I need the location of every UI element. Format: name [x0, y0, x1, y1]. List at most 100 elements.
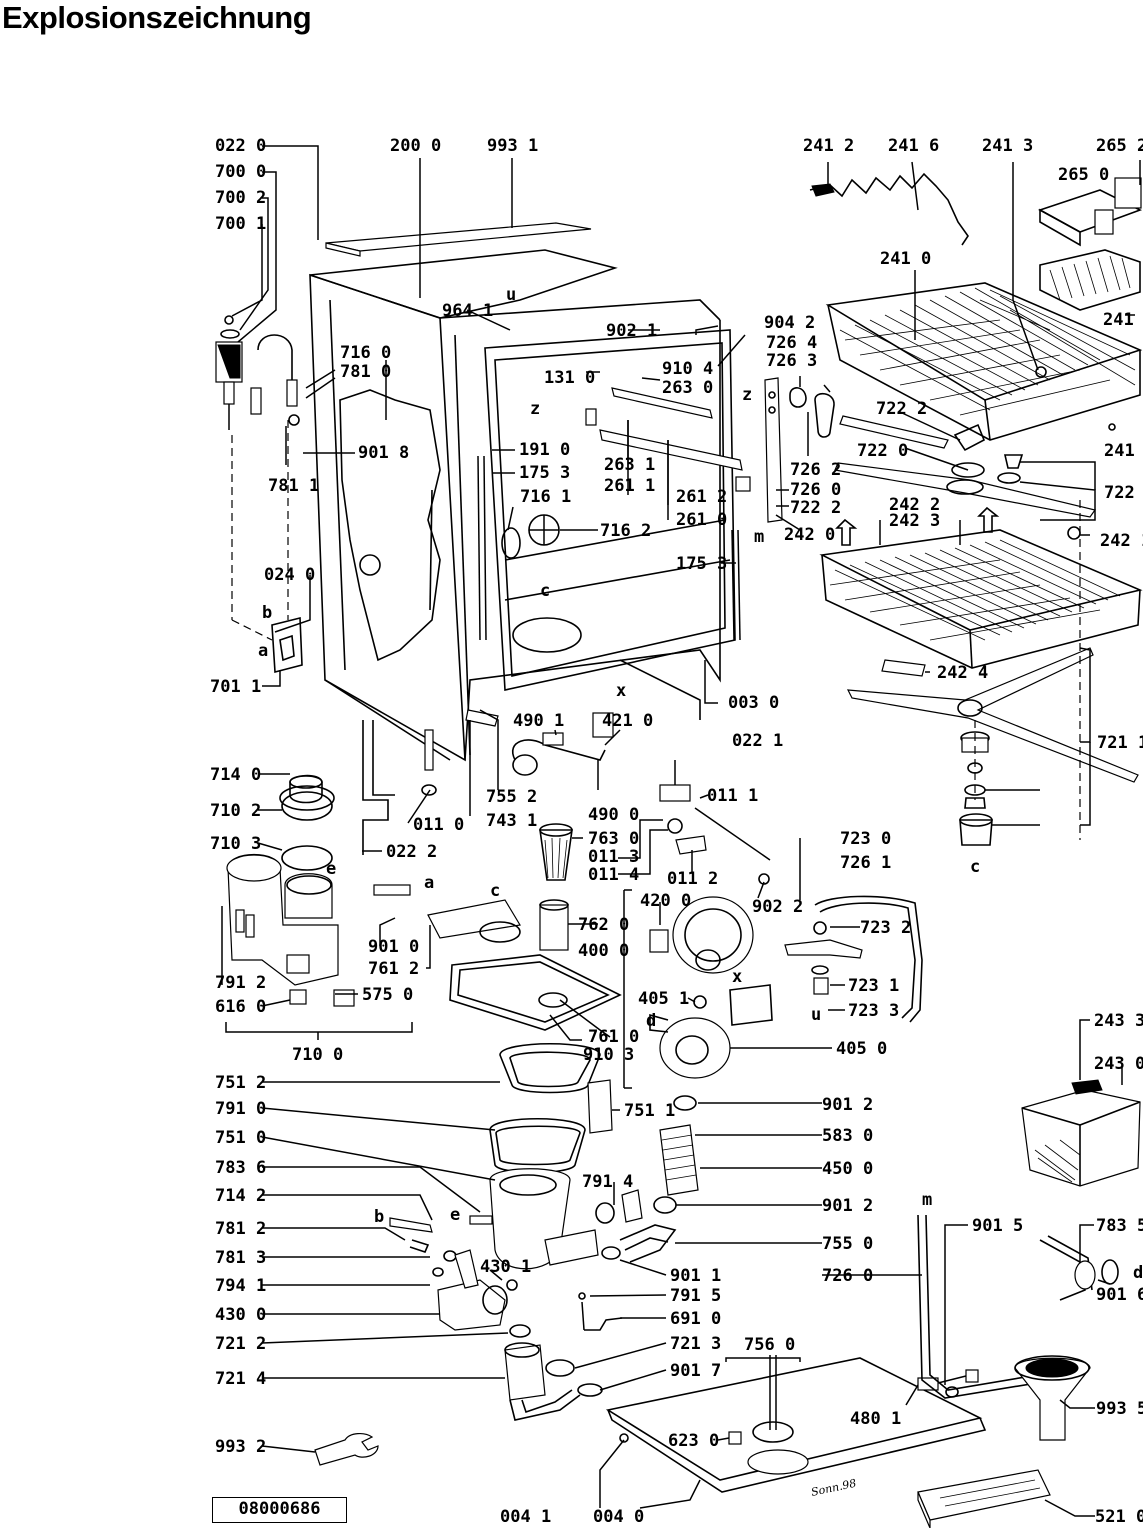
connection-guides	[231, 420, 1081, 840]
part-label: 722 2	[876, 399, 927, 419]
part-label: 723 1	[848, 976, 899, 996]
part-label: 794 1	[215, 1276, 266, 1296]
part-label: 131 0	[544, 368, 595, 388]
part-label: 993 1	[487, 136, 538, 156]
connection-mark: b	[262, 603, 272, 623]
part-label: 022 2	[386, 842, 437, 862]
part-label: 714 0	[210, 765, 261, 785]
part-label: 716 1	[520, 487, 571, 507]
part-label: 241 1	[1103, 310, 1143, 330]
part-label: 200 0	[390, 136, 441, 156]
part-label: 791 4	[582, 1172, 633, 1192]
part-label: 521 0	[1095, 1507, 1143, 1527]
part-label: 242 4	[937, 663, 988, 683]
part-label: 421 0	[602, 711, 653, 731]
part-label: 450 0	[822, 1159, 873, 1179]
part-label: 261 0	[676, 510, 727, 530]
part-label: 723 2	[860, 918, 911, 938]
part-label: 993 2	[215, 1437, 266, 1457]
part-label: 901 2	[822, 1196, 873, 1216]
connection-mark: a	[258, 641, 268, 661]
base-plate-part	[605, 1355, 987, 1493]
part-number-labels: 022 0 700 0 700 2 700 1 200 0 993 1 241 …	[210, 136, 1143, 1527]
connection-mark: d	[646, 1011, 656, 1031]
part-label: 242 2	[889, 495, 940, 515]
part-label: 430 0	[215, 1305, 266, 1325]
part-label: 993 5	[1096, 1399, 1143, 1419]
part-label: 722 0	[1104, 483, 1143, 503]
drafter-signature: Sonn.98	[810, 1477, 858, 1499]
part-label: 791 2	[215, 973, 266, 993]
zigzag-wire-part	[809, 172, 969, 246]
funnel-part	[1014, 1355, 1091, 1441]
part-label: 243 3	[1094, 1011, 1143, 1031]
part-label: 241 6	[888, 136, 939, 156]
aquastop-hose-part	[1039, 1235, 1119, 1301]
part-label: 261 1	[604, 476, 655, 496]
part-label: 241 8	[1104, 441, 1143, 461]
connection-mark: c	[540, 581, 550, 601]
connection-mark: a	[424, 873, 434, 893]
part-label: 490 0	[588, 805, 639, 825]
connection-mark: d	[1133, 1263, 1143, 1283]
part-label: 964 1	[442, 301, 493, 321]
part-label: 756 0	[744, 1335, 795, 1355]
part-label: 910 3	[583, 1045, 634, 1065]
connection-mark: m	[922, 1190, 932, 1210]
connection-mark: u	[811, 1005, 821, 1025]
part-label: 011 4	[588, 865, 639, 885]
part-label: 722 2	[790, 498, 841, 518]
part-label: 575 0	[362, 985, 413, 1005]
lower-basket-part	[819, 506, 1143, 669]
connection-mark: x	[616, 681, 626, 701]
hinge-part	[764, 377, 835, 523]
part-label: 902 2	[752, 897, 803, 917]
bracket-part	[271, 616, 303, 674]
connection-mark: z	[742, 385, 752, 405]
part-label: 490 1	[513, 711, 564, 731]
part-label: 901 0	[368, 937, 419, 957]
part-label: 726 1	[840, 853, 891, 873]
cabinet-body-part	[309, 249, 736, 762]
drain-hose-part	[504, 1342, 603, 1421]
part-label: 024 0	[264, 565, 315, 585]
part-label: 791 0	[215, 1099, 266, 1119]
connection-mark: b	[374, 1207, 384, 1227]
part-label: 901 2	[822, 1095, 873, 1115]
part-drawings	[215, 172, 1143, 1528]
door-fittings-part	[501, 514, 560, 559]
circulation-pump-part	[623, 889, 773, 1089]
cup-holder-part	[1035, 177, 1143, 378]
part-label: 405 1	[638, 989, 689, 1009]
part-label: 755 2	[486, 787, 537, 807]
door-seal-bars-part	[477, 455, 741, 641]
part-label: 191 0	[519, 440, 570, 460]
part-label: 011 0	[413, 815, 464, 835]
part-label: 910 4	[662, 359, 713, 379]
page-title: Explosionszeichnung	[2, 0, 312, 35]
part-label: 783 6	[215, 1158, 266, 1178]
rack-clip-part	[881, 659, 926, 677]
part-label: 022 1	[732, 731, 783, 751]
control-panel-part	[619, 1433, 1051, 1528]
screw-part	[421, 729, 437, 796]
sump-filter-part	[373, 823, 622, 1031]
part-label: 901 6	[1096, 1285, 1143, 1305]
upper-spray-arm-part	[834, 415, 1116, 540]
top-strip-part	[325, 222, 592, 257]
part-label: 716 0	[340, 343, 391, 363]
part-label: 901 5	[972, 1216, 1023, 1236]
part-label: 242 0	[784, 525, 835, 545]
part-label: 242 1	[1100, 531, 1143, 551]
connection-letter-marks: u z z m c b a x c e a c x d u b e m d	[258, 285, 1143, 1283]
part-label: 701 1	[210, 677, 261, 697]
connection-mark: e	[326, 859, 336, 879]
part-label: 761 2	[368, 959, 419, 979]
part-label: 405 0	[836, 1039, 887, 1059]
connection-mark: c	[490, 881, 500, 901]
part-label: 420 0	[640, 891, 691, 911]
part-label: 714 2	[215, 1186, 266, 1206]
part-label: 480 1	[850, 1409, 901, 1429]
part-label: 723 0	[840, 829, 891, 849]
upper-basket-part	[825, 282, 1143, 441]
